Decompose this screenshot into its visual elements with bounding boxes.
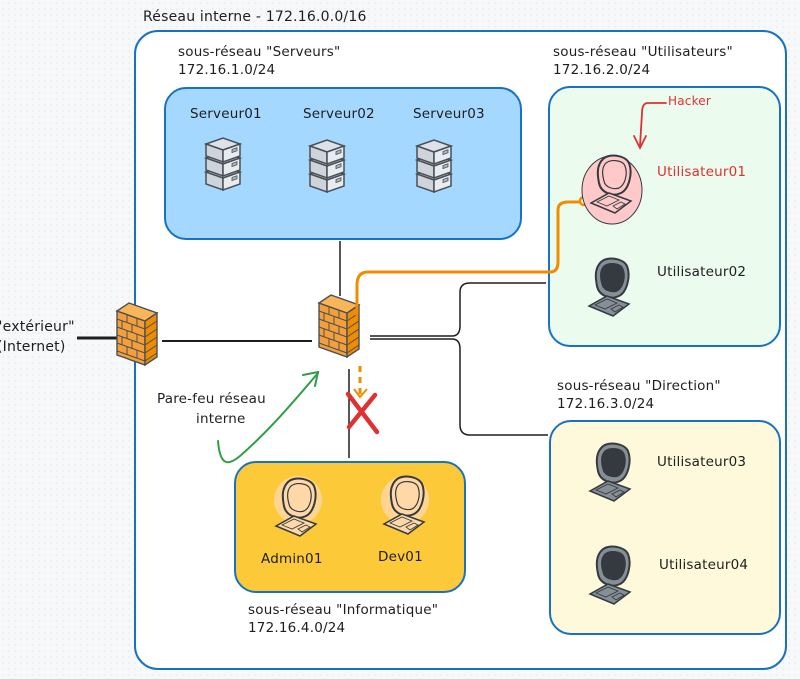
network-links [77, 241, 548, 458]
server-icon-2 [310, 140, 344, 192]
blocked-x-icon [345, 391, 380, 435]
link-firewall-to-direction [370, 338, 548, 436]
host-label-utilisateur01: Utilisateur01 [657, 164, 747, 180]
it-subnet-cidr: 172.16.4.0/24 [248, 620, 346, 636]
link-firewall-to-users [370, 282, 546, 337]
host-label-dev01: Dev01 [378, 549, 423, 565]
hacker-arrow [633, 102, 667, 151]
firewall-annotation-arrow [217, 370, 320, 464]
network-title: Réseau interne - 172.16.0.0/16 [143, 9, 367, 25]
external-label-line2: (Internet) [0, 339, 66, 355]
blocked-attack-arrowhead [353, 388, 368, 399]
firewall-annotation-line1: Pare-feu réseau [157, 391, 266, 407]
direction-subnet-box [549, 420, 781, 635]
hacker-annotation: Hacker [668, 94, 712, 108]
server-icon-3 [417, 140, 451, 192]
computer-icon-utilisateur02 [588, 257, 630, 317]
host-label-utilisateur03: Utilisateur03 [657, 454, 747, 470]
host-label-serveur01: Serveur01 [190, 106, 262, 122]
host-label-admin01: Admin01 [261, 551, 323, 567]
direction-subnet-name: sous-réseau "Direction" [557, 378, 721, 394]
external-label-line1: "extérieur" [0, 319, 75, 335]
users-subnet-box [548, 86, 781, 347]
servers-subnet-name: sous-réseau "Serveurs" [178, 44, 341, 60]
computer-icon-utilisateur04 [589, 545, 631, 605]
it-subnet-box [234, 461, 466, 593]
users-subnet-name: sous-réseau "Utilisateurs" [553, 44, 733, 60]
it-subnet-name: sous-réseau "Informatique" [248, 602, 439, 618]
server-icon-1 [206, 138, 240, 190]
computer-icon-utilisateur03 [589, 442, 631, 502]
users-subnet-cidr: 172.16.2.0/24 [553, 62, 651, 78]
direction-subnet-cidr: 172.16.3.0/24 [557, 396, 655, 412]
host-label-serveur03: Serveur03 [413, 106, 485, 122]
internal-firewall-icon [318, 294, 360, 358]
host-label-utilisateur02: Utilisateur02 [657, 264, 747, 280]
host-label-serveur02: Serveur02 [303, 106, 375, 122]
firewall-annotation-line2: interne [196, 411, 246, 427]
external-firewall-icon [116, 302, 158, 366]
servers-subnet-cidr: 172.16.1.0/24 [178, 62, 276, 78]
host-label-utilisateur04: Utilisateur04 [659, 557, 749, 573]
attack-path-line [355, 200, 583, 317]
